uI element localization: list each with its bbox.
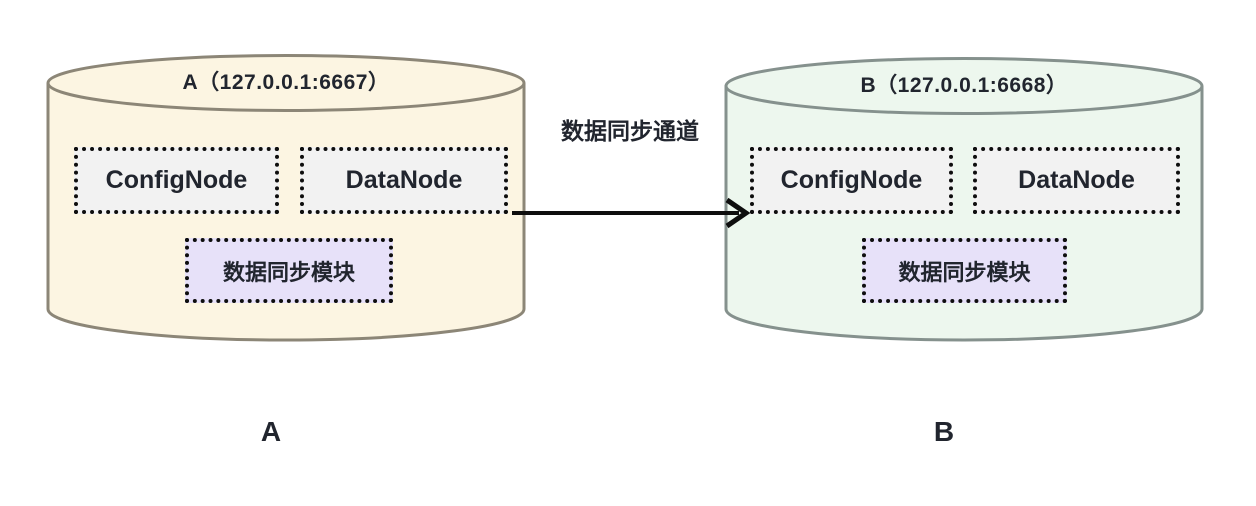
caption-a: A — [260, 416, 282, 447]
b-confignode-box: ConfigNode — [750, 147, 953, 214]
a-sync-module-box: 数据同步模块 — [185, 238, 393, 303]
arrow-head-icon — [725, 197, 751, 229]
sync-channel-label: 数据同步通道 — [561, 118, 699, 144]
b-datanode-box: DataNode — [973, 147, 1180, 214]
sync-channel-arrow — [512, 197, 751, 229]
database-b-title: B（127.0.0.1:6668） — [860, 74, 1068, 97]
database-a-top-ellipse — [46, 54, 526, 112]
database-b-top-ellipse — [724, 57, 1204, 115]
a-confignode-box: ConfigNode — [74, 147, 279, 214]
b-sync-module-box: 数据同步模块 — [862, 238, 1067, 303]
caption-b: B — [933, 416, 955, 447]
database-a-title: A（127.0.0.1:6667） — [182, 71, 390, 94]
a-datanode-box: DataNode — [300, 147, 508, 214]
